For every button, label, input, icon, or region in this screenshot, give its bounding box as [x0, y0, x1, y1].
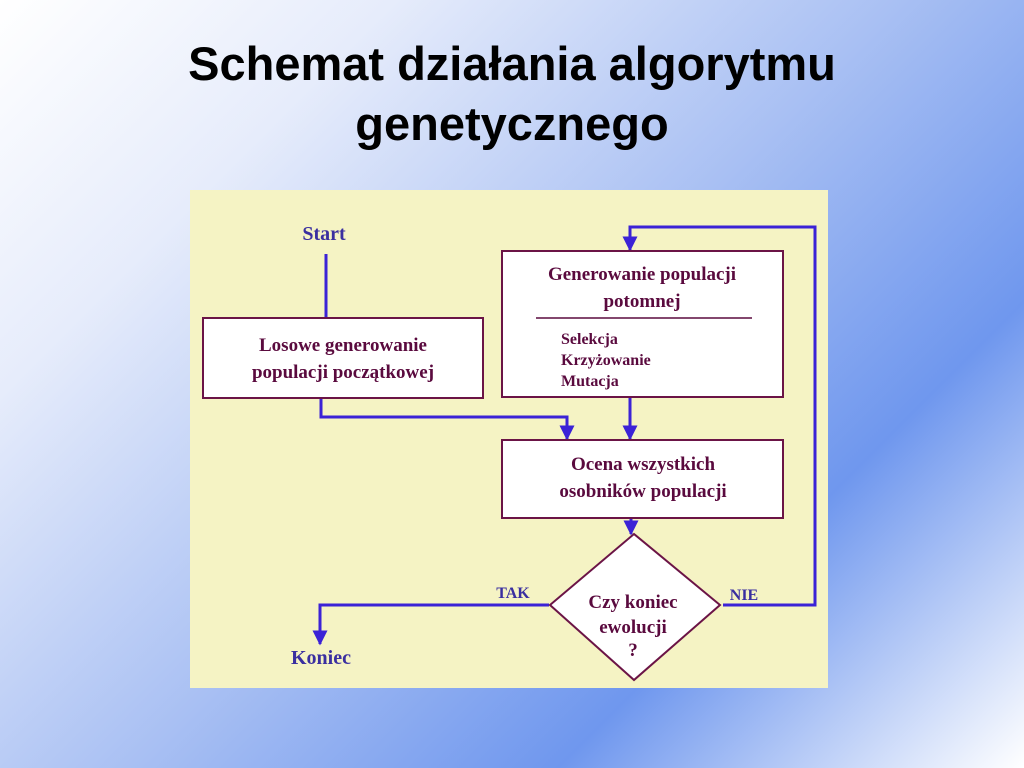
- init-population-line-2: populacji początkowej: [252, 362, 434, 383]
- end-condition-line-2: ewolucji: [599, 617, 667, 638]
- end-condition-line-3: ?: [628, 640, 638, 661]
- end-condition-line-1: Czy koniec: [588, 592, 677, 613]
- slide-title-line-2: genetycznego: [355, 97, 669, 150]
- evaluation-line-1: Ocena wszystkich: [571, 454, 716, 475]
- flowchart-panel: Start Koniec Losowe generowanie populacj…: [190, 190, 828, 688]
- init-population-box: [202, 317, 484, 399]
- connector-no-loop: [622, 225, 817, 607]
- end-condition-diamond: [548, 532, 722, 682]
- offspring-generation-box: [501, 250, 784, 398]
- operator-selection: Selekcja: [561, 331, 618, 348]
- connector-yes-to-end: [312, 603, 549, 646]
- slide-title-line-1: Schemat działania algorytmu: [188, 37, 836, 90]
- evaluation-box: [501, 439, 784, 519]
- init-population-line-1: Losowe generowanie: [259, 335, 427, 356]
- flowchart: Start Koniec Losowe generowanie populacj…: [190, 190, 828, 688]
- end-label: Koniec: [291, 647, 351, 669]
- operator-crossover: Krzyżowanie: [561, 352, 651, 369]
- slide-title: Schemat działania algorytmu genetycznego: [0, 34, 1024, 154]
- connector-init-to-eval: [319, 398, 575, 441]
- yes-branch-label: TAK: [496, 585, 530, 602]
- offspring-generation-line-1: Generowanie populacji: [548, 264, 736, 285]
- connectors: [312, 225, 817, 646]
- start-label: Start: [302, 223, 346, 245]
- no-branch-label: NIE: [730, 587, 758, 604]
- evaluation-line-2: osobników populacji: [559, 481, 726, 502]
- offspring-generation-line-2: potomnej: [603, 291, 680, 312]
- operator-mutation: Mutacja: [561, 373, 619, 390]
